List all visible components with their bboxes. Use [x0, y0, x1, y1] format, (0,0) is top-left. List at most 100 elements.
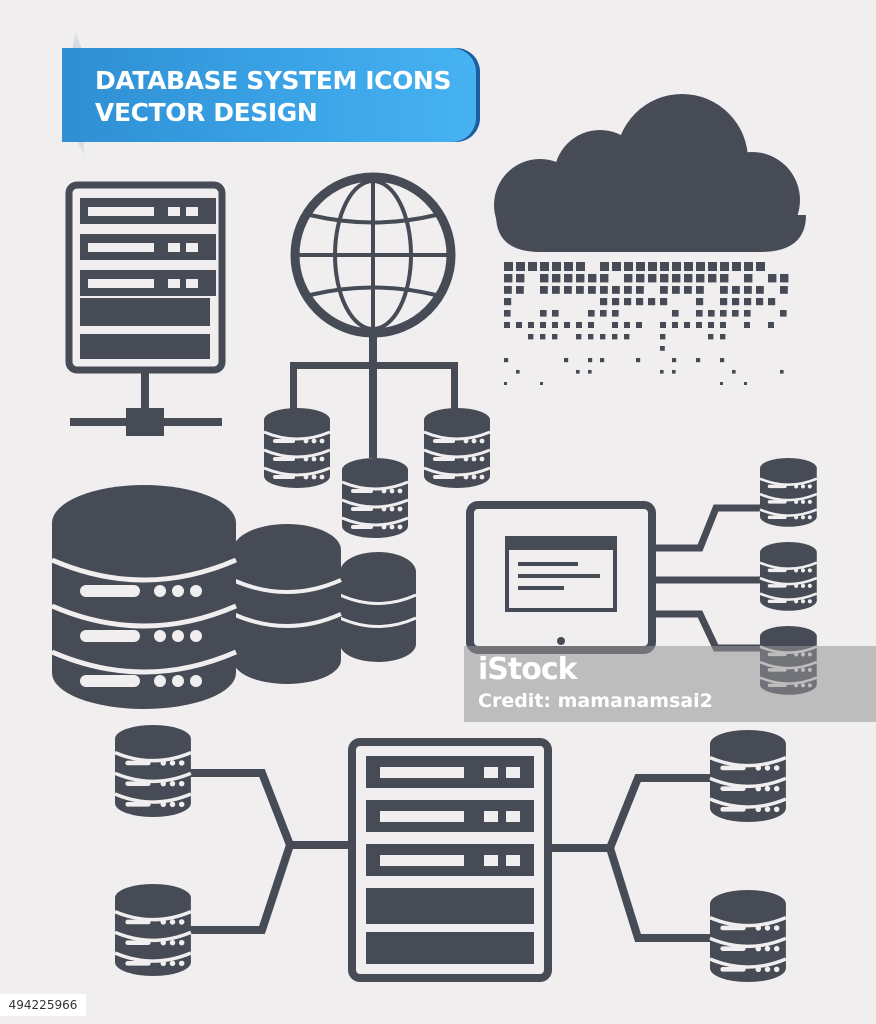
pixel-dot	[600, 286, 608, 294]
pixel-dot	[576, 370, 580, 374]
pixel-dot	[636, 358, 641, 363]
pixel-dot	[696, 310, 703, 317]
pixel-dot	[504, 298, 512, 306]
pixel-dot	[660, 286, 668, 294]
pixel-dot	[552, 322, 558, 328]
pixel-dot	[696, 322, 702, 328]
pixel-dot	[696, 262, 705, 271]
cloud-pixels	[504, 262, 789, 385]
globe-network-icon	[262, 172, 492, 540]
pixel-dot	[636, 286, 644, 294]
pixel-dot	[672, 274, 681, 283]
pixel-dot	[744, 382, 747, 385]
pixel-dot	[576, 334, 582, 340]
pixel-dot	[576, 286, 584, 294]
pixel-dot	[612, 322, 618, 328]
pixel-dot	[756, 298, 764, 306]
pixel-dot	[780, 274, 789, 283]
pixel-dot	[516, 322, 522, 328]
pixel-dot	[636, 274, 645, 283]
pixel-dot	[720, 310, 727, 317]
pixel-dot	[744, 286, 752, 294]
pixel-dot	[612, 286, 620, 294]
pixel-dot	[660, 274, 669, 283]
pixel-dot	[672, 262, 681, 271]
pixel-dot	[528, 262, 537, 271]
pixel-dot	[672, 310, 679, 317]
pixel-dot	[504, 322, 510, 328]
pixel-dot	[720, 286, 728, 294]
pixel-dot	[708, 310, 715, 317]
database-stack-icon	[51, 485, 417, 709]
title-line-1: DATABASE SYSTEM ICONS	[95, 66, 452, 95]
pixel-dot	[672, 358, 677, 363]
pixel-dot	[612, 334, 618, 340]
pixel-dot	[720, 334, 726, 340]
pixel-dot	[780, 286, 788, 294]
pixel-dot	[624, 274, 633, 283]
pixel-dot	[612, 298, 620, 306]
pixel-dot	[552, 262, 561, 271]
pixel-dot	[588, 322, 594, 328]
pixel-dot	[540, 262, 549, 271]
pixel-dot	[684, 322, 690, 328]
pixel-dot	[504, 310, 511, 317]
watermark-logo: iStock	[478, 652, 578, 687]
pixel-dot	[768, 274, 777, 283]
pixel-dot	[564, 286, 572, 294]
pixel-dot	[504, 382, 507, 385]
pixel-dot	[636, 298, 644, 306]
pixel-dot	[540, 274, 549, 283]
pixel-dot	[708, 322, 714, 328]
pixel-dot	[684, 262, 693, 271]
pixel-dot	[588, 286, 596, 294]
pixel-dot	[528, 334, 534, 340]
pixel-dot	[636, 262, 645, 271]
title-banner	[62, 48, 480, 142]
pixel-dot	[720, 382, 723, 385]
pixel-dot	[684, 286, 692, 294]
pixel-dot	[588, 310, 595, 317]
pixel-dot	[516, 262, 525, 271]
pixel-dot	[708, 262, 717, 271]
pixel-dot	[540, 382, 543, 385]
pixel-dot	[612, 262, 621, 271]
pixel-dot	[624, 286, 632, 294]
pixel-dot	[696, 286, 704, 294]
pixel-dot	[744, 310, 751, 317]
pixel-dot	[768, 322, 774, 328]
pixel-dot	[564, 262, 573, 271]
pixel-dot	[672, 286, 680, 294]
pixel-dot	[708, 334, 714, 340]
pixel-dot	[744, 298, 752, 306]
server-database-network-icon	[113, 723, 788, 984]
watermark-credit: Credit: mamanamsai2	[478, 690, 713, 712]
pixel-dot	[576, 322, 582, 328]
pixel-dot	[540, 334, 546, 340]
pixel-dot	[600, 310, 607, 317]
title-line-2: VECTOR DESIGN	[95, 98, 318, 127]
pixel-dot	[708, 274, 717, 283]
pixel-dot	[504, 358, 509, 363]
pixel-dot	[540, 322, 546, 328]
pixel-dot	[660, 262, 669, 271]
pixel-dot	[552, 334, 558, 340]
pixel-dot	[504, 262, 513, 271]
pixel-dot	[528, 322, 534, 328]
pixel-dot	[588, 370, 592, 374]
pixel-dot	[552, 310, 559, 317]
pixel-dot	[576, 274, 585, 283]
server-rack-icon	[65, 181, 226, 436]
pixel-dot	[504, 274, 513, 283]
pixel-dot	[672, 370, 676, 374]
pixel-dot	[744, 322, 750, 328]
pixel-dot	[540, 310, 547, 317]
pixel-dot	[624, 322, 630, 328]
watermark-overlay	[464, 646, 876, 722]
pixel-dot	[600, 334, 606, 340]
pixel-dot	[600, 262, 609, 271]
pixel-dot	[600, 358, 605, 363]
pixel-dot	[720, 274, 729, 283]
pixel-dot	[588, 358, 593, 363]
